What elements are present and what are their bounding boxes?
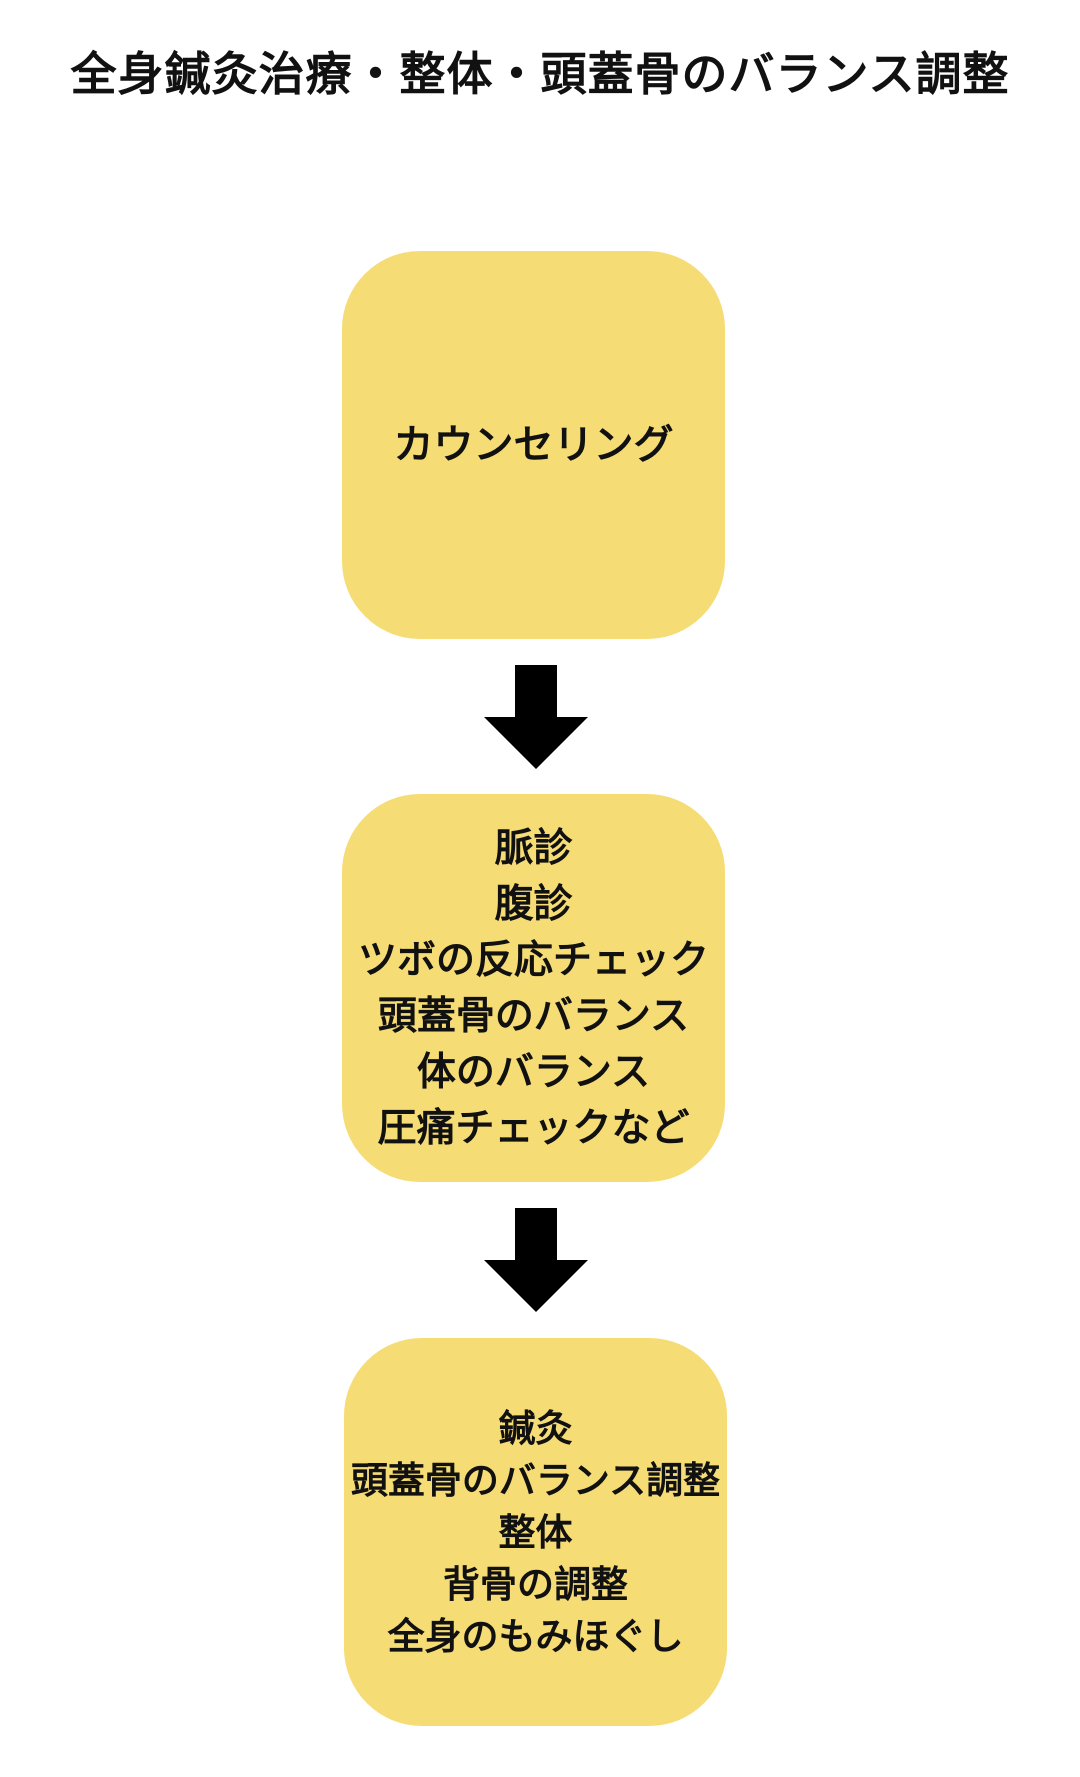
step-line: 背骨の調整 [443, 1562, 628, 1606]
arrow-down-icon [484, 665, 588, 769]
flow-step-counseling: カウンセリング [342, 251, 725, 639]
step-line: 頭蓋骨のバランス [377, 993, 690, 1039]
step-line: 体のバランス [416, 1049, 651, 1095]
step-line: 鍼灸 [498, 1406, 573, 1450]
step-line: 頭蓋骨のバランス調整 [350, 1458, 721, 1502]
step-line: カウンセリング [393, 421, 674, 468]
page-title: 全身鍼灸治療・整体・頭蓋骨のバランス調整 [70, 47, 1010, 101]
step-line: 腹診 [494, 881, 573, 927]
flow-step-treatment: 鍼灸 頭蓋骨のバランス調整 整体 背骨の調整 全身のもみほぐし [344, 1338, 727, 1726]
arrow-down-icon [484, 1208, 588, 1312]
step-line: 脈診 [494, 825, 573, 871]
flow-step-examination: 脈診 腹診 ツボの反応チェック 頭蓋骨のバランス 体のバランス 圧痛チェックなど [342, 794, 725, 1182]
step-line: ツボの反応チェック [357, 937, 709, 983]
step-line: 圧痛チェックなど [377, 1105, 690, 1151]
step-line: 整体 [498, 1510, 573, 1554]
step-line: 全身のもみほぐし [387, 1614, 684, 1658]
